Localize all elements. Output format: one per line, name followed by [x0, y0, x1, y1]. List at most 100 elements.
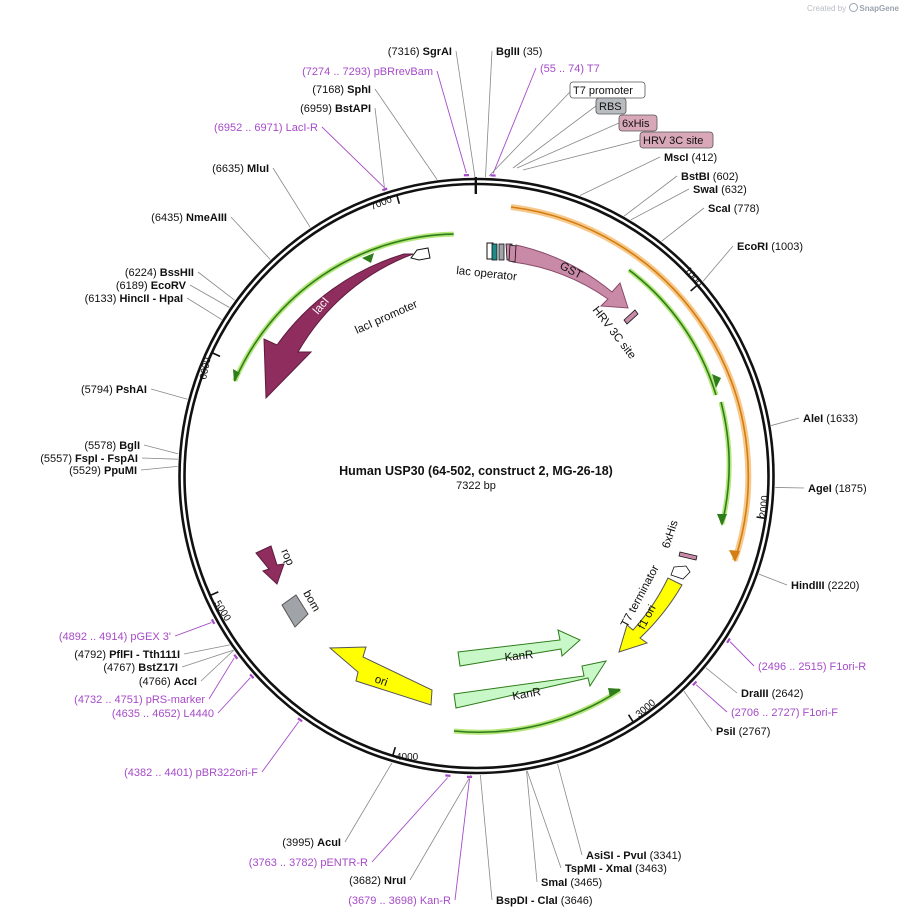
site-label-25: PsiI (2767) — [716, 726, 770, 738]
site-leader-10 — [702, 245, 734, 282]
primer-mark-3 — [726, 637, 731, 644]
primer-leader-1 — [492, 67, 537, 174]
site-leader-31 — [479, 774, 493, 901]
box-rbs-label: RBS — [599, 101, 622, 113]
tick-label-4000: 4000 — [396, 752, 419, 763]
site-leader-16 — [143, 444, 179, 455]
feature-arrow-rop — [255, 545, 285, 585]
tick-3000 — [627, 714, 635, 723]
site-label-14: (5794) PshAI — [81, 384, 147, 396]
site-label-28: AsiSI - PvuI (3341) — [586, 850, 681, 862]
site-label-5: BstBI (602) — [681, 171, 738, 183]
feature-arrow-f1ori — [618, 577, 683, 653]
site-label-4: MscI (412) — [664, 152, 717, 164]
site-label-0: (7316) SgrAI — [388, 46, 452, 58]
box-hrv-3c: HRV 3C site — [639, 131, 714, 149]
site-label-20: HindIII (2220) — [791, 580, 859, 592]
site-leader-24 — [705, 667, 738, 694]
orf-arc-kan-b-core — [720, 401, 730, 525]
feature-mark-t7-terminator — [670, 565, 691, 580]
primer-mark-8 — [297, 717, 303, 723]
leader-t7-promoter — [488, 91, 571, 177]
primer-label-4: (2706 .. 2727) F1ori-F — [731, 707, 838, 719]
orf-arc-kan-a-head — [712, 374, 721, 388]
site-leader-20 — [758, 573, 788, 586]
site-leader-29 — [526, 770, 562, 869]
site-leader-21 — [183, 644, 230, 655]
tick-1000 — [690, 284, 698, 292]
site-label-8: ScaI (778) — [708, 203, 759, 215]
site-leader-5 — [623, 175, 678, 217]
tick-label-1000: 1000 — [682, 265, 705, 290]
label-kanr-2: KanR — [511, 686, 541, 703]
orf-arc-kan-a-core — [628, 269, 717, 396]
primer-label-2: (6952 .. 6971) LacI-R — [214, 122, 318, 134]
site-label-12: (6189) EcoRV — [116, 280, 187, 292]
site-leader-8 — [661, 207, 705, 242]
site-label-15: AleI (1633) — [803, 413, 858, 425]
site-leader-19 — [775, 487, 805, 489]
tick-6000 — [211, 351, 221, 358]
feature-arrow-gst — [512, 244, 629, 309]
primer-leader-5 — [174, 622, 212, 637]
feature-arrow-ori — [328, 646, 433, 706]
label-lac-operator: lac operator — [456, 265, 518, 283]
site-leader-lines — [140, 50, 805, 901]
tick-label-6000: 6000 — [198, 356, 213, 380]
box-6xhis-label: 6xHis — [622, 118, 650, 130]
site-leader-23 — [200, 650, 234, 682]
primer-label-8: (4382 .. 4401) pBR322ori-F — [124, 767, 258, 779]
site-leader-3 — [374, 107, 386, 192]
leader-6xhis — [516, 122, 620, 169]
primer-mark-4 — [692, 680, 698, 686]
boxed-labels: T7 promoter RBS 6xHis HRV 3C site — [488, 81, 714, 177]
primer-leader-8 — [261, 721, 300, 773]
site-label-26: (3995) AcuI — [282, 837, 341, 849]
site-label-7: (6635) MluI — [212, 163, 269, 175]
box-6xhis-bg — [618, 114, 658, 132]
feature-arrows — [255, 242, 698, 709]
orf-arc-lacI-head — [362, 253, 374, 263]
snapgene-credit: Created by SnapGene — [807, 3, 899, 13]
orf-arc-kan-b-head — [717, 514, 727, 526]
site-leader-4 — [579, 156, 661, 196]
primer-label-3: (2496 .. 2515) F1ori-R — [758, 661, 866, 673]
label-6xhis: 6xHis — [660, 519, 680, 550]
site-label-17: (5557) FspI - FspAI — [40, 453, 138, 465]
site-label-30: SmaI (3465) — [541, 877, 602, 889]
site-leader-28 — [557, 763, 583, 856]
site-leader-6 — [630, 188, 690, 221]
site-label-27: (3682) NruI — [349, 875, 406, 887]
box-hrv-3c-bg — [639, 131, 714, 149]
plasmid-size: 7322 bp — [456, 480, 496, 492]
feature-arrow-kanr-2 — [453, 660, 608, 709]
site-leader-9 — [230, 216, 271, 260]
orf-arc-lacI-tail — [233, 369, 240, 382]
box-6xhis: 6xHis — [618, 114, 658, 132]
orf-arc-lacI-core — [234, 233, 454, 382]
primer-leader-0 — [436, 70, 467, 174]
site-label-2: (7168) SphI — [312, 84, 371, 96]
tick-2000 — [756, 516, 766, 520]
site-label-22: (4767) BstZ17I — [103, 662, 178, 674]
feature-mark-t7-promoter — [491, 243, 498, 261]
primer-leader-6 — [208, 657, 235, 700]
site-leader-26 — [344, 762, 393, 843]
primer-leader-10 — [454, 778, 470, 901]
site-label-24: DraIII (2642) — [741, 688, 803, 700]
primer-mark-2 — [381, 187, 388, 192]
orf-arc-kan-c-core — [453, 689, 621, 734]
credit-brand: SnapGene — [859, 4, 899, 13]
site-leader-2 — [374, 88, 438, 180]
plasmid-name: Human USP30 (64-502, construct 2, MG-26-… — [339, 464, 613, 478]
feature-arrow-kanr-1 — [457, 629, 581, 667]
box-t7-promoter: T7 promoter — [569, 81, 646, 99]
site-label-31: BspDI - ClaI (3646) — [496, 895, 593, 907]
tick-4000 — [391, 746, 397, 756]
origin-marker — [474, 177, 477, 194]
site-label-11: (6224) BssHII — [125, 267, 194, 279]
tick-label-5000: 5000 — [211, 599, 232, 624]
site-leader-25 — [683, 691, 713, 732]
primer-label-9: (3763 .. 3782) pENTR-R — [249, 857, 368, 869]
